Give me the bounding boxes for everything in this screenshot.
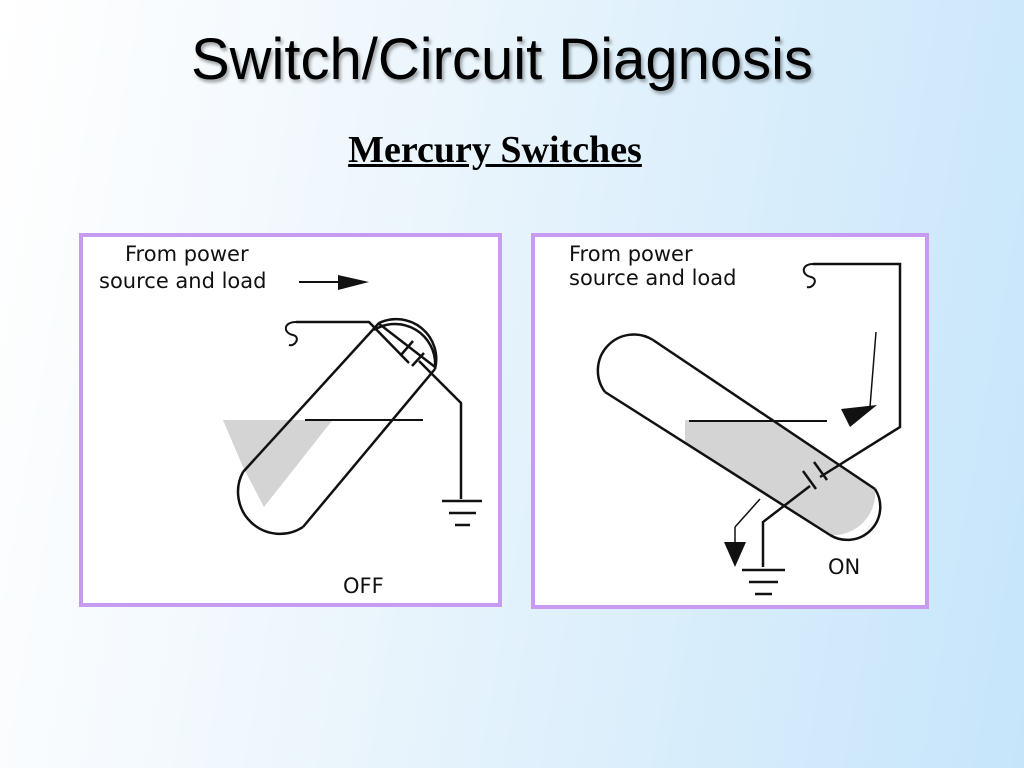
mercury-tube bbox=[596, 333, 882, 542]
mercury-switch-on-diagram: From power source and load bbox=[569, 242, 902, 596]
mercury-switch-off-panel: From power source and load bbox=[79, 233, 502, 607]
slide-subtitle: Mercury Switches bbox=[348, 129, 642, 171]
ground-icon bbox=[742, 568, 785, 596]
off-power-label-line2: source and load bbox=[99, 269, 266, 293]
off-state-label: OFF bbox=[343, 574, 384, 598]
mercury-switch-on-panel: From power source and load bbox=[531, 233, 929, 609]
current-flow-arrow-down-icon bbox=[724, 498, 761, 567]
slide-title: Switch/Circuit Diagnosis bbox=[190, 27, 814, 92]
on-state-label: ON bbox=[828, 555, 860, 579]
off-power-label-line1: From power bbox=[125, 242, 249, 266]
mercury-switch-off-diagram: From power source and load bbox=[99, 242, 482, 598]
switch-contacts bbox=[761, 262, 902, 567]
switch-contacts bbox=[284, 320, 463, 499]
mercury-pool bbox=[223, 420, 423, 507]
arrow-right-icon bbox=[299, 275, 369, 290]
on-power-label-line1: From power bbox=[569, 242, 693, 266]
mercury-tube bbox=[223, 317, 438, 536]
ground-icon bbox=[442, 499, 482, 527]
on-power-label-line2: source and load bbox=[569, 266, 736, 290]
current-flow-arrow-icon bbox=[841, 331, 877, 427]
